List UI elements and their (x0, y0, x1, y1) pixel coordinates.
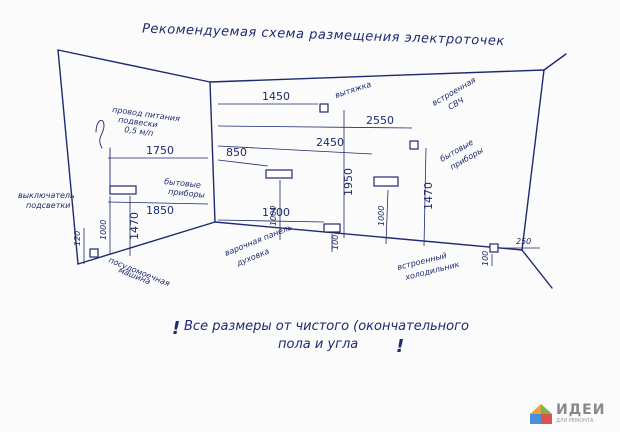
center-appliance-sockets (265, 169, 293, 179)
left-appliances-label-1: бытовые (164, 177, 202, 190)
fridge-socket (489, 243, 499, 253)
dim-2450-line (217, 145, 373, 155)
left-corner-line (209, 81, 216, 223)
dim-1850: 1850 (146, 204, 174, 217)
dim-850: 850 (226, 146, 247, 159)
switch-label-1: выключатель (18, 191, 75, 200)
dimension-lines (83, 103, 540, 266)
left-appliance-sockets (109, 185, 137, 195)
sockets (89, 103, 499, 258)
dim-1950: 1950 (342, 168, 355, 196)
dim-250: 250 (516, 237, 531, 246)
dim-100-right: 100 (481, 251, 490, 266)
left-appliances-label-2: приборы (168, 187, 205, 200)
dim-1000-mid: 1000 (269, 206, 278, 226)
dim-2550: 2550 (366, 114, 394, 127)
right-corner-line (521, 69, 545, 251)
measurement-note: ! Все размеры от чистого (окончательного… (172, 318, 469, 357)
logo-brand: ИДЕИ (556, 402, 606, 418)
dishwasher-socket (89, 248, 99, 258)
dimension-labels: 1450 2550 2450 1750 850 1850 1700 1950 1… (73, 90, 531, 266)
right-appliance-sockets (373, 176, 399, 187)
dim-1000-right-line (385, 189, 389, 245)
dim-850-line (217, 159, 269, 167)
note-exclamation-right: ! (396, 336, 404, 357)
dim-120: 120 (73, 231, 82, 246)
room-outline (57, 49, 567, 289)
pendant-wire-icon (95, 119, 105, 149)
note-exclamation-left: ! (172, 318, 180, 339)
note-line-1: Все размеры от чистого (окончательного (184, 319, 469, 334)
logo-icon (530, 404, 552, 424)
dim-1750: 1750 (146, 144, 174, 157)
hood-socket (319, 103, 329, 113)
appliance-labels: провод питания подвески 0,5 м/п выключат… (18, 75, 485, 288)
diagram-title: Рекомендуемая схема размещения электрото… (142, 21, 505, 49)
dim-1450: 1450 (262, 90, 290, 103)
dim-1000-right: 1000 (377, 206, 386, 226)
left-wall-edge (57, 49, 79, 265)
dim-1470-right-line (423, 147, 427, 247)
back-floor-line (214, 221, 523, 251)
left-ceiling-line (57, 49, 211, 83)
cooktop-socket (323, 223, 341, 233)
dim-1470-left: 1470 (128, 212, 141, 240)
wall-power-label-3: 0,5 м/п (124, 125, 154, 138)
microwave-socket (409, 140, 419, 150)
dim-1700: 1700 (262, 206, 290, 219)
dishwasher-label-1: посудомоечная (107, 256, 171, 289)
right-ceiling-corner (543, 53, 567, 71)
dim-2450: 2450 (316, 136, 344, 149)
left-floor-line (77, 221, 216, 265)
dim-1000-left: 1000 (99, 220, 108, 240)
note-line-2: пола и угла (278, 337, 358, 352)
dim-2550-line (217, 125, 413, 129)
site-logo: ИДЕИ ДЛЯ РЕМОНТА (530, 402, 612, 428)
dim-1700-line (217, 219, 325, 223)
switch-label-2: подсветки (26, 201, 70, 210)
dim-1850-line (107, 201, 209, 205)
dim-100-mid: 100 (331, 235, 340, 250)
back-ceiling-line (209, 69, 545, 83)
right-floor-line (521, 249, 553, 289)
logo-subtitle: ДЛЯ РЕМОНТА (556, 418, 594, 424)
hood-label: вытяжка (334, 80, 372, 100)
dim-1470-right: 1470 (422, 182, 435, 210)
